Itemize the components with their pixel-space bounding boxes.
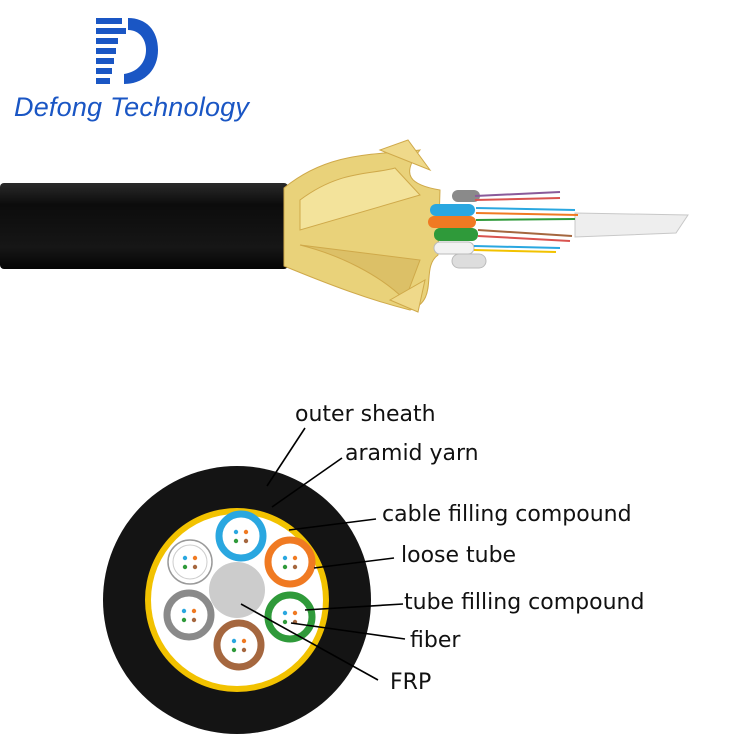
label-cable-filling-compound: cable filling compound — [382, 502, 632, 527]
loose-tube-green — [264, 591, 316, 643]
label-frp: FRP — [390, 670, 432, 695]
loose-tube-white — [167, 539, 213, 585]
label-loose-tube: loose tube — [401, 543, 517, 568]
aramid-yarn-bundle — [283, 139, 441, 313]
brand-name: Defong Technology — [14, 92, 250, 122]
fiber-strands — [473, 191, 579, 253]
loose-tube-orange — [264, 536, 316, 588]
loose-tubes — [428, 190, 487, 269]
cable-photo — [0, 139, 689, 313]
label-fiber: fiber — [410, 628, 461, 653]
leader-lines — [240, 427, 406, 681]
label-aramid-yarn: aramid yarn — [345, 441, 479, 466]
cross-section-diagram — [103, 427, 406, 734]
label-outer-sheath: outer sheath — [295, 402, 436, 427]
frp-rod — [574, 212, 689, 238]
label-tube-filling-compound: tube filling compound — [404, 590, 645, 615]
frp-center — [209, 562, 265, 618]
cable-jacket — [0, 183, 288, 269]
loose-tube-brown — [213, 619, 265, 671]
loose-tube-gray — [163, 589, 215, 641]
defong-logo-icon — [96, 18, 158, 84]
loose-tube-blue — [215, 510, 267, 562]
